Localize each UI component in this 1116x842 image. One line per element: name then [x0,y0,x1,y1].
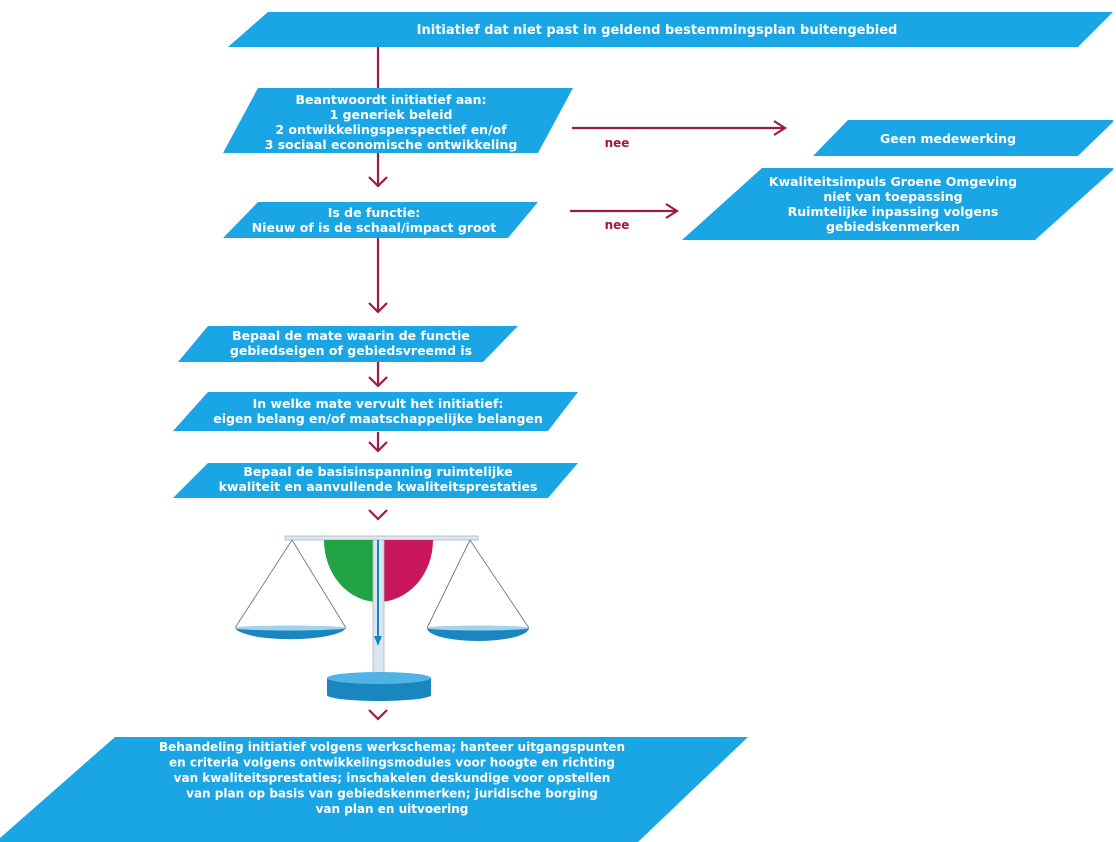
scale-left-pan [235,628,346,640]
arrow-head-step1 [368,302,388,314]
box-text-line: Bepaal de basisinspanning ruimtelijke [243,464,512,479]
label-nee-1: nee [605,136,630,150]
box-top: Initiatief dat niet past in geldend best… [228,12,1113,47]
scale-beam [284,535,479,541]
box-text-line: 1 generiek beleid [330,107,453,122]
box-text-line: Ruimtelijke inpassing volgens [788,204,999,219]
scale-base-bottom [327,689,431,701]
flow-lines [368,45,788,721]
box-geen-medewerking: Geen medewerking [813,120,1113,156]
arrow-head-step3 [368,441,388,453]
box-text-line: niet van toepassing [823,189,962,204]
scale-green-half [324,540,378,602]
box-text-line: Beantwoordt initiatief aan: [296,92,487,107]
scale-base-top [327,672,431,684]
scale-right-strings [426,539,530,629]
scale-right-pan [427,628,529,641]
label-nee-2: nee [605,218,630,232]
box-text-line: gebiedskenmerken [826,219,960,234]
box-text-line: Kwaliteitsimpuls Groene Omgeving [769,174,1017,189]
arrow-head-scale [368,509,388,521]
box-text-line: 3 sociaal economische ontwikkeling [265,137,518,152]
scale-left-pan-rim [234,625,346,631]
box-question-2-text: Is de functie:Nieuw of is de schaal/impa… [252,205,496,235]
arrow-head-final [368,709,388,721]
scale-right-pan-rim [427,625,529,631]
box-step-2-text: In welke mate vervult het initiatief:eig… [213,396,543,426]
box-text-line: van kwaliteitsprestaties; inschakelen de… [174,771,611,785]
scale-red-half [378,540,433,602]
box-text-line: Bepaal de mate waarin de functie [232,328,470,343]
scale-left-strings [234,539,347,629]
box-step-2: In welke mate vervult het initiatief:eig… [173,392,578,431]
box-text-line: van plan en uitvoering [316,802,469,816]
box-text-line: Initiatief dat niet past in geldend best… [417,23,898,38]
box-top-text: Initiatief dat niet past in geldend best… [417,23,898,38]
box-question-2: Is de functie:Nieuw of is de schaal/impa… [223,202,538,238]
nee-arrow-geen-head [773,120,788,136]
box-text-line: 2 ontwikkelingsperspectief en/of [275,122,507,137]
scale-pointer-tip [374,636,382,646]
nee-arrow-kwal-head [665,203,680,219]
box-text-line: eigen belang en/of maatschappelijke bela… [213,411,543,426]
box-text-line: Is de functie: [328,205,421,220]
arrow-head-step2 [368,376,388,388]
box-final: Behandeling initiatief volgens werkschem… [0,737,748,842]
box-text-line: van plan op basis van gebiedskenmerken; … [186,787,598,801]
box-text-line: en criteria volgens ontwikkelingsmodules… [169,756,615,770]
box-text-line: Nieuw of is de schaal/impact groot [252,220,496,235]
box-geen-medewerking-text: Geen medewerking [880,131,1016,146]
balance-scale-illustration [234,535,530,701]
box-question-1: Beantwoordt initiatief aan:1 generiek be… [223,88,573,153]
box-text-line: Geen medewerking [880,131,1016,146]
arrow-head-q2 [368,176,388,188]
box-text-line: In welke mate vervult het initiatief: [253,396,504,411]
box-final-text: Behandeling initiatief volgens werkschem… [159,740,625,816]
box-text-line: gebiedseigen of gebiedsvreemd is [230,343,472,358]
box-text-line: Behandeling initiatief volgens werkschem… [159,740,625,754]
box-question-1-text: Beantwoordt initiatief aan:1 generiek be… [265,92,518,152]
box-text-line: kwaliteit en aanvullende kwaliteitsprest… [219,479,538,494]
